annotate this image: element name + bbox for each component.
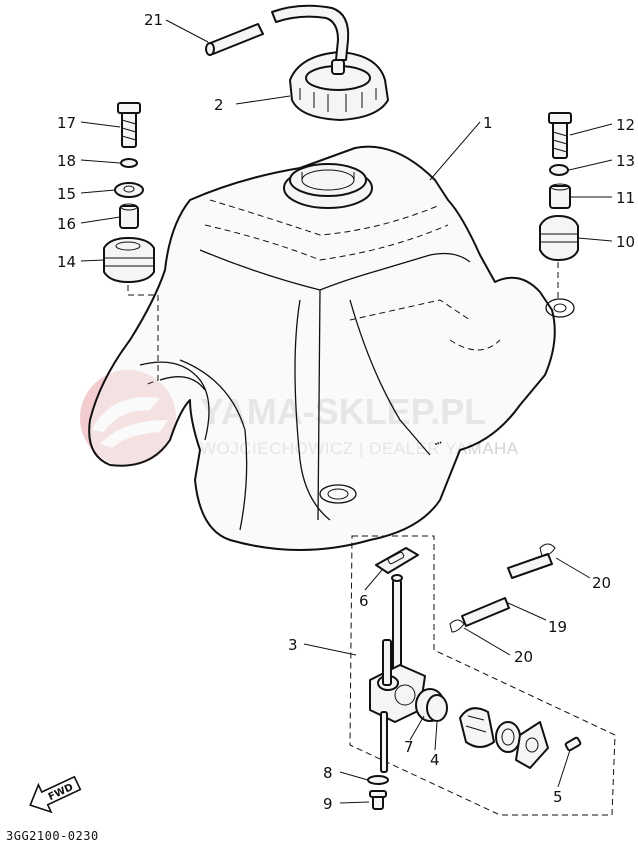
callout-10: 10 [616, 233, 635, 251]
callout-8: 8 [323, 764, 333, 782]
callout-21: 21 [144, 11, 163, 29]
callout-4: 4 [430, 751, 440, 769]
callout-17: 17 [57, 114, 76, 132]
callout-5: 5 [553, 788, 563, 806]
callout-6: 6 [359, 592, 369, 610]
callout-15: 15 [57, 185, 76, 203]
callout-14: 14 [57, 253, 76, 271]
callout-2: 2 [214, 96, 224, 114]
breather-hose [205, 4, 350, 61]
callout-13: 13 [616, 152, 635, 170]
tank-marking: ⋯ [433, 435, 445, 451]
callout-3: 3 [288, 636, 298, 654]
fwd-arrow-icon: FWD [29, 775, 82, 814]
fuel-cap [289, 51, 389, 121]
petcock-assembly [349, 535, 616, 816]
callout-18: 18 [57, 152, 76, 170]
diagram-code: 3GG2100-0230 [6, 829, 99, 843]
leader-lines [80, 19, 613, 804]
right-mount-hardware [539, 112, 579, 300]
fuel-tank: ⋯ [88, 145, 575, 551]
callout-20b: 20 [514, 648, 533, 666]
callout-7: 7 [404, 738, 414, 756]
callout-11: 11 [616, 189, 635, 207]
callout-9: 9 [323, 795, 333, 813]
callout-1: 1 [483, 114, 493, 132]
callout-19: 19 [548, 618, 567, 636]
callout-12: 12 [616, 116, 635, 134]
callout-20a: 20 [592, 574, 611, 592]
callout-16: 16 [57, 215, 76, 233]
